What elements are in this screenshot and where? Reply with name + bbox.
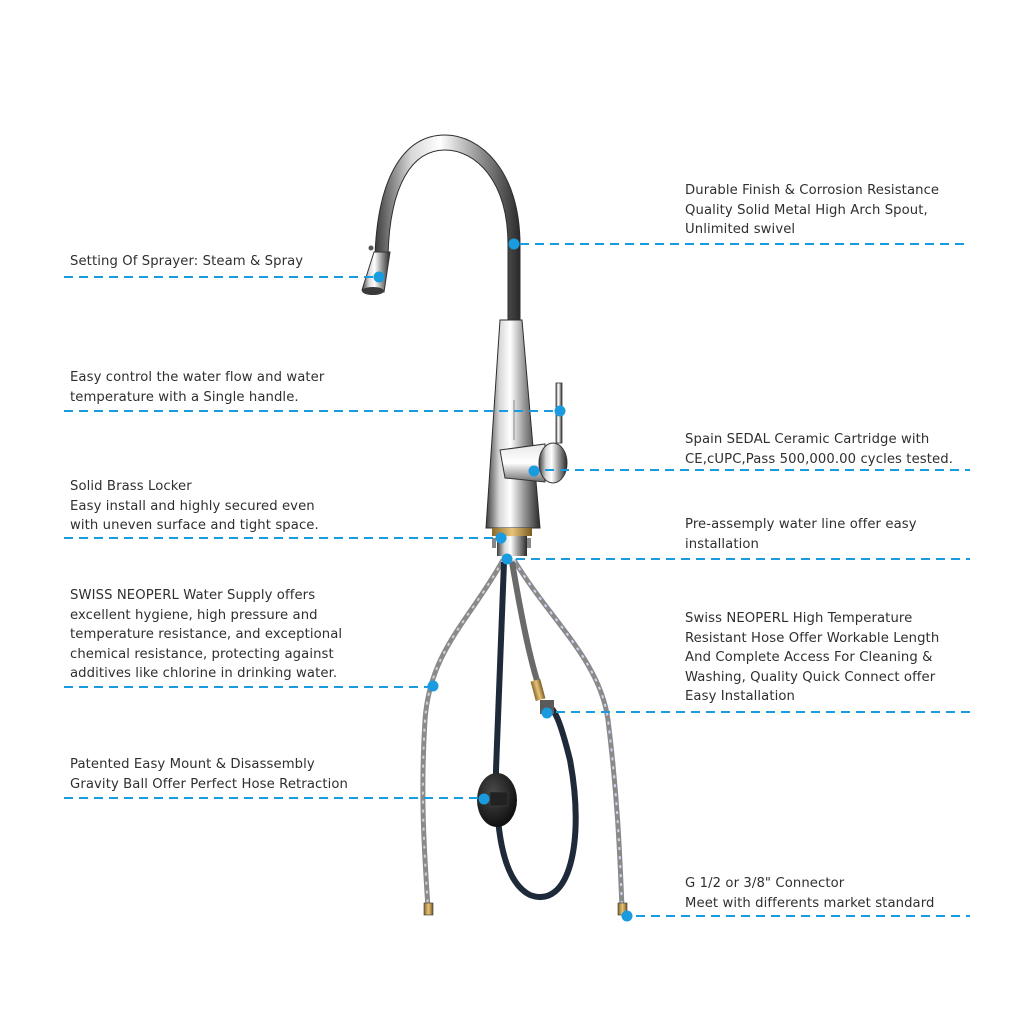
leader-line-cartridge [545, 469, 970, 471]
leader-line-hose [556, 711, 970, 713]
callout-dot-spout [508, 238, 520, 250]
callout-dot-gravity-ball [478, 793, 490, 805]
water-supply-hoses [420, 558, 625, 909]
callout-gravity-ball-text: Patented Easy Mount & Disassembly Gravit… [70, 757, 349, 792]
callout-dot-locker [495, 532, 507, 544]
callout-dot-water-supply [427, 680, 439, 692]
callout-connector-text: G 1/2 or 3/8" Connector Meet with differ… [685, 876, 935, 911]
leader-line-handle [64, 410, 556, 412]
leader-line-gravity-ball [64, 797, 484, 799]
leader-line-water-line [516, 558, 970, 560]
leader-line-locker [64, 537, 496, 539]
callout-water-line-text: Pre-assemply water line offer easy insta… [685, 517, 917, 552]
callout-handle-text: Easy control the water flow and water te… [70, 370, 325, 405]
leader-line-sprayer [64, 276, 376, 278]
hose-connectors [423, 902, 628, 916]
callout-dot-cartridge [528, 465, 540, 477]
sprayer-head [361, 245, 391, 295]
callout-cartridge-text: Spain SEDAL Ceramic Cartridge with CE,cU… [685, 432, 954, 467]
spout [374, 134, 521, 331]
callout-water-supply-text: SWISS NEOPERL Water Supply offers excell… [70, 588, 343, 681]
faucet-body [485, 319, 541, 529]
pull-down-hose [492, 561, 579, 900]
leader-line-connector [636, 915, 970, 917]
leader-line-spout [520, 243, 970, 245]
callout-hose-text: Swiss NEOPERL High Temperature Resistant… [685, 611, 940, 704]
callout-spout-text: Durable Finish & Corrosion Resistance Qu… [685, 183, 940, 237]
callout-dot-water-line [501, 553, 513, 565]
callout-dot-hose [541, 707, 553, 719]
callout-dot-sprayer [373, 271, 385, 283]
leader-line-water-supply [64, 686, 430, 688]
callout-dot-connector [621, 910, 633, 922]
callout-sprayer-text: Setting Of Sprayer: Steam & Spray [70, 254, 304, 269]
callout-dot-handle [554, 405, 566, 417]
callout-locker-text: Solid Brass Locker Easy install and high… [70, 479, 319, 533]
